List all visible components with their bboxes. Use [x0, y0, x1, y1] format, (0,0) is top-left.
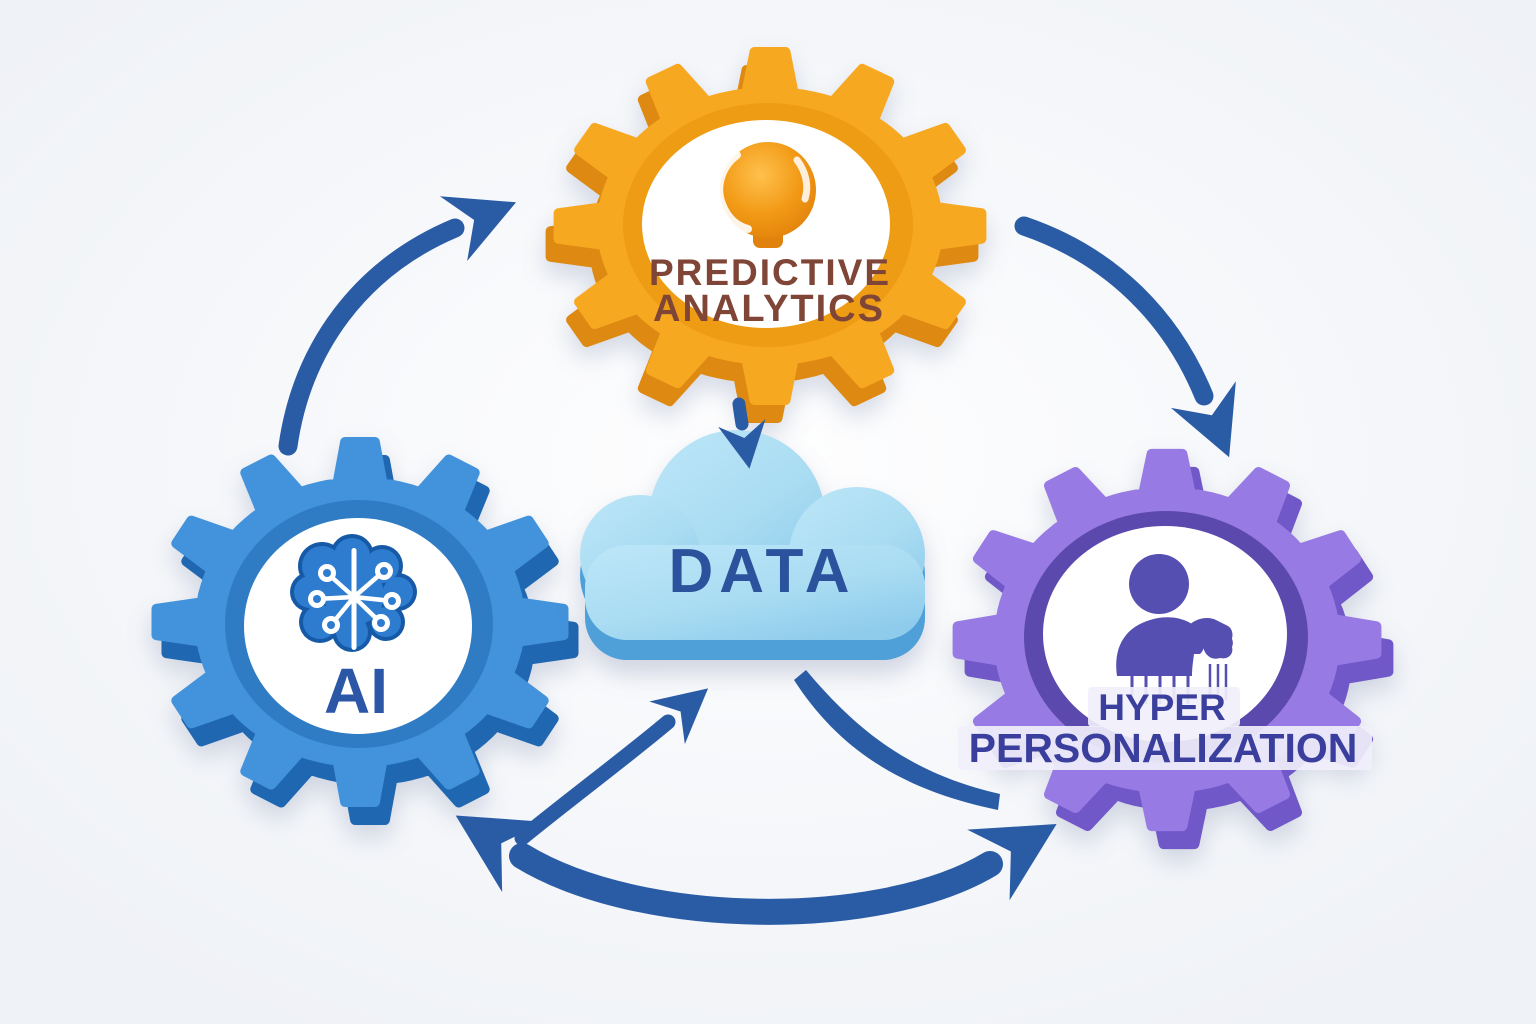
swoosh-data-to-hyper	[794, 670, 1000, 810]
hyper-label-band	[1088, 687, 1240, 727]
personalization-label-band	[958, 726, 1372, 770]
brain-circuit-icon	[290, 534, 417, 652]
hyper-label-line1: HYPER	[1098, 687, 1225, 728]
data-cloud: DATA	[580, 430, 925, 660]
arrow-ai-to-predictive	[278, 196, 517, 456]
arrow-predictive-to-data	[718, 397, 766, 469]
crystal-ball-icon	[715, 142, 816, 248]
predictive-analytics-label-line1: PREDICTIVE	[649, 252, 891, 293]
data-label: DATA	[669, 537, 856, 606]
arrows-layer	[278, 196, 1236, 925]
arrow-ai-hyper-bidirectional	[455, 815, 1057, 925]
ai-label: AI	[324, 655, 388, 727]
cloud-body	[580, 430, 925, 640]
hyper-label-line2: PERSONALIZATION	[969, 725, 1358, 771]
arrow-predictive-to-hyper	[1014, 216, 1236, 458]
predictive-analytics-label-line2: ANALYTICS	[653, 288, 885, 330]
